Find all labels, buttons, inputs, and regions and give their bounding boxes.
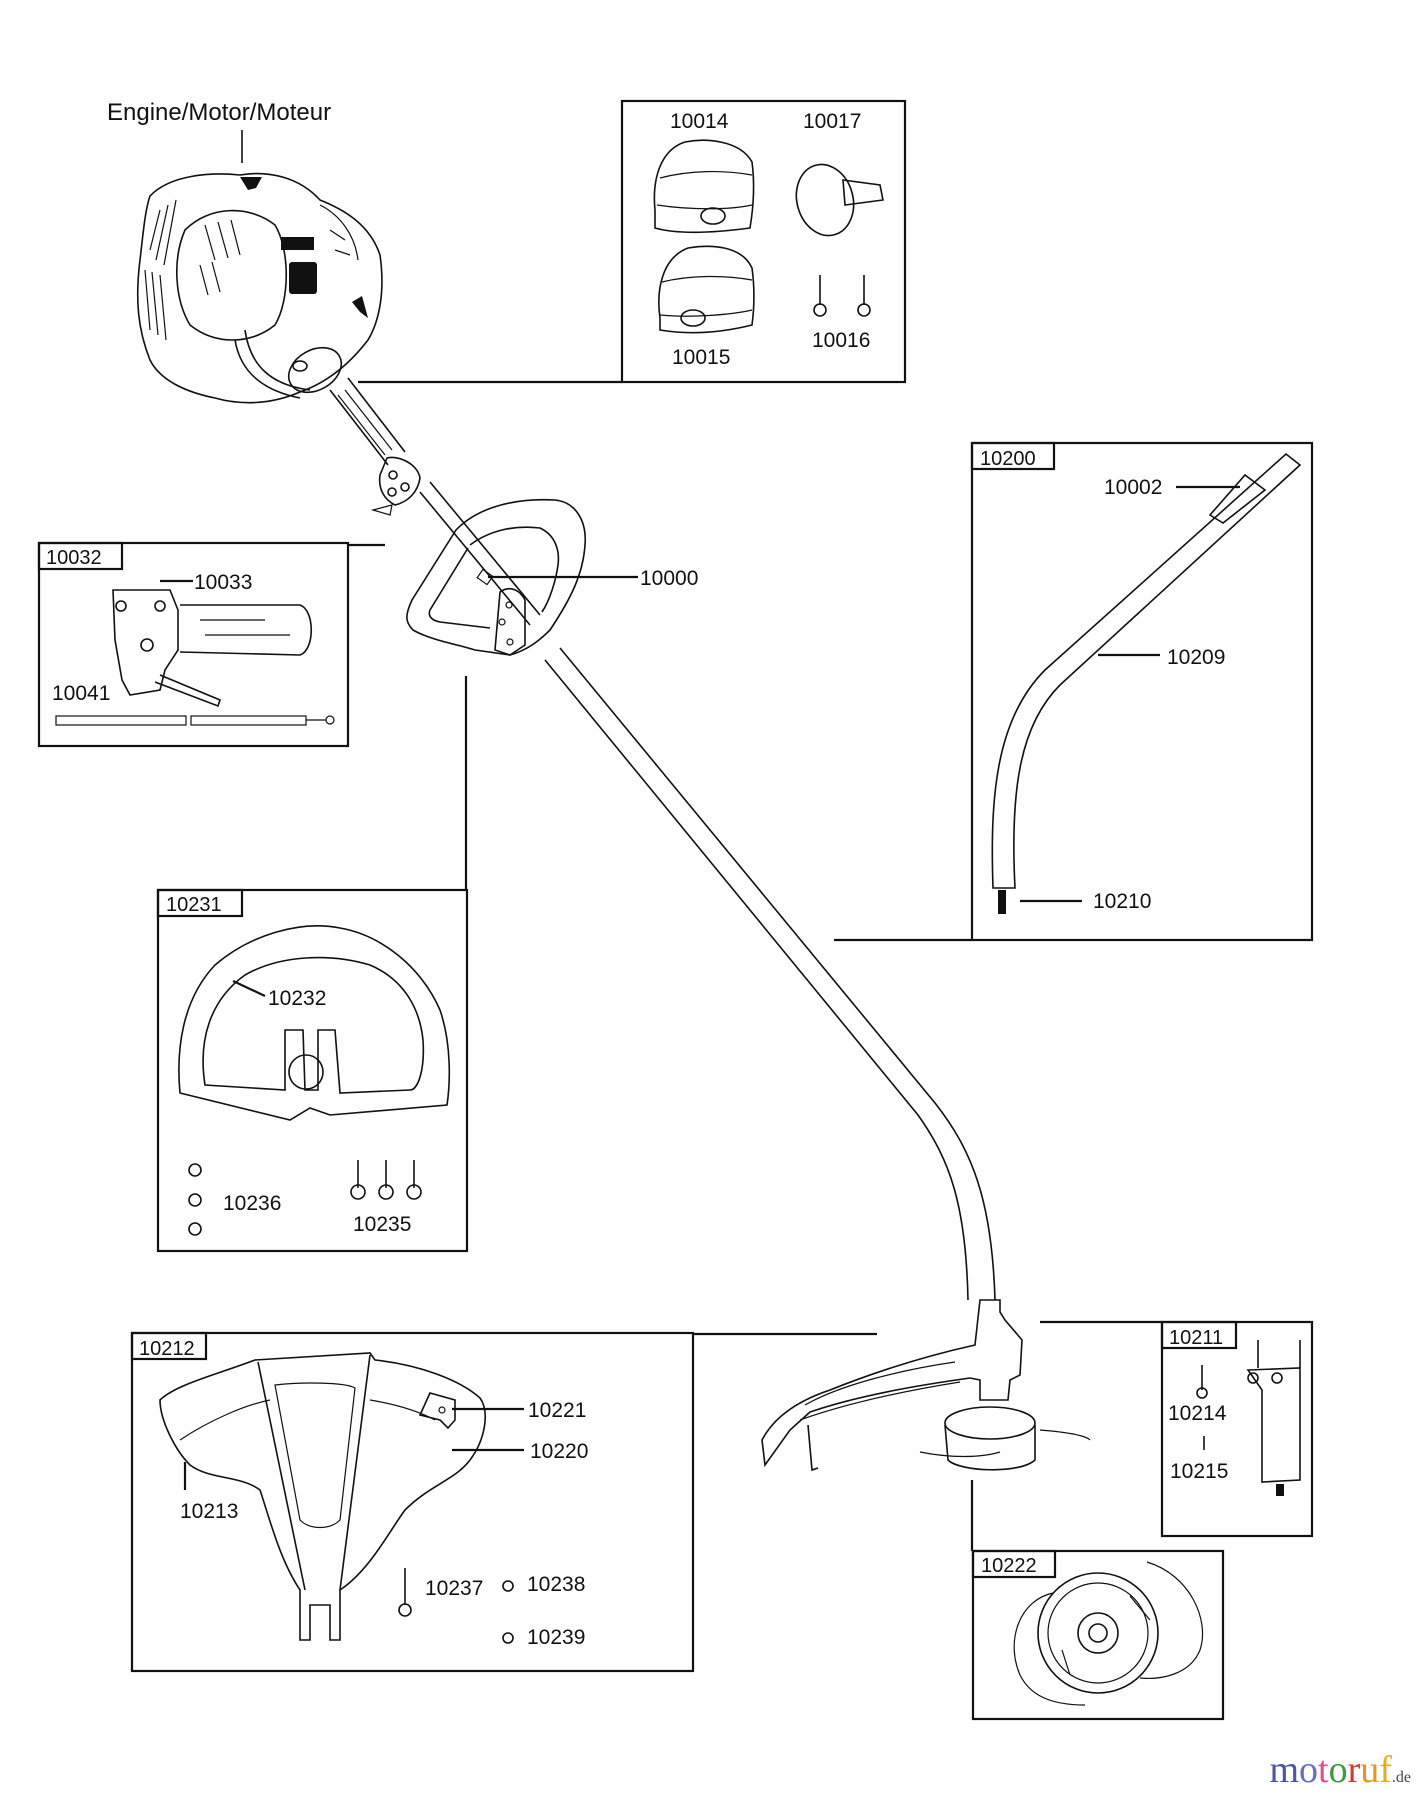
part-label-10215: 10215 <box>1170 1460 1228 1483</box>
box-tag-10200: 10200 <box>980 448 1036 470</box>
box-10211: 10211 10214 10215 <box>1160 1320 1314 1538</box>
box-tag-10212: 10212 <box>139 1338 195 1360</box>
part-label-10015: 10015 <box>672 346 730 369</box>
box-10014-group: 10014 10017 10015 10016 <box>358 99 907 384</box>
engine-assembly: Engine/Motor/Moteur <box>107 99 421 516</box>
box-10032: 10032 10033 10041 <box>37 541 385 748</box>
part-label-10210: 10210 <box>1093 890 1151 913</box>
engine-illustration <box>136 172 421 516</box>
part-label-10232: 10232 <box>268 987 326 1010</box>
watermark-letter: o <box>1299 1749 1319 1791</box>
part-label-10235: 10235 <box>353 1213 411 1236</box>
part-label-10238: 10238 <box>527 1573 585 1596</box>
box-tag-10032: 10032 <box>46 547 102 569</box>
part-label-10017: 10017 <box>803 110 861 133</box>
part-label-10002: 10002 <box>1104 476 1162 499</box>
part-label-10209: 10209 <box>1167 646 1225 669</box>
watermark-letter: o <box>1328 1749 1348 1791</box>
box-10200: 10200 10002 10209 10210 <box>834 441 1314 942</box>
box-10231: 10231 10232 10236 10235 <box>156 676 469 1253</box>
box-tag-10231: 10231 <box>166 894 222 916</box>
box-tag-10211: 10211 <box>1169 1327 1223 1349</box>
part-label-10000: 10000 <box>640 567 698 590</box>
part-label-10236: 10236 <box>223 1192 281 1215</box>
handle-10000: 10000 <box>406 498 698 656</box>
part-label-10220: 10220 <box>530 1440 588 1463</box>
part-label-10041: 10041 <box>52 682 110 705</box>
engine-label: Engine/Motor/Moteur <box>107 99 331 126</box>
part-label-10033: 10033 <box>194 571 252 594</box>
part-label-10014: 10014 <box>670 110 729 133</box>
watermark-tld: .de <box>1391 1769 1411 1786</box>
box-10212: 10212 10221 10220 10213 10237 10238 1023… <box>130 1331 695 1673</box>
part-label-10239: 10239 <box>527 1626 585 1649</box>
part-label-10016: 10016 <box>812 329 870 352</box>
box-tag-10222: 10222 <box>981 1555 1037 1577</box>
part-label-10213: 10213 <box>180 1500 238 1523</box>
trimmer-head <box>694 1299 1162 1551</box>
part-label-10214: 10214 <box>1168 1402 1227 1425</box>
watermark-logo: motoruf.de <box>1269 1748 1411 1792</box>
watermark-letter: f <box>1379 1749 1392 1791</box>
part-label-10237: 10237 <box>425 1577 483 1600</box>
part-label-10221: 10221 <box>528 1399 586 1422</box>
watermark-letter: m <box>1269 1749 1300 1791</box>
watermark-letter: r <box>1347 1749 1361 1791</box>
box-10222: 10222 <box>971 1549 1225 1721</box>
watermark-letter: t <box>1318 1749 1329 1791</box>
watermark-letter: u <box>1360 1749 1380 1791</box>
